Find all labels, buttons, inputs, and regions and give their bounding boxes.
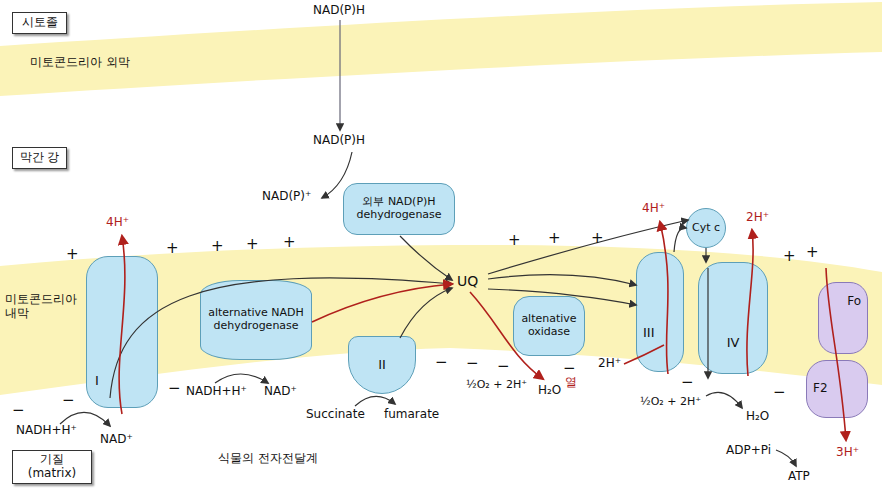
outer-membrane-band: 미토콘드리아 외막	[0, 0, 882, 112]
charge-sign: +	[591, 230, 604, 247]
membrane-shape	[0, 0, 882, 112]
node-text: 기질(matrix)	[17, 453, 87, 481]
molecule-label: NAD⁺	[100, 433, 133, 447]
node-text: I	[95, 374, 99, 389]
electron-flow-arrow	[674, 228, 686, 252]
atp-synthase-fo: Fo	[818, 282, 868, 354]
cytochrome-c: Cyt c	[686, 208, 726, 248]
charge-sign: +	[211, 238, 224, 255]
node-text: Fo	[847, 295, 861, 309]
charge-sign: −	[168, 380, 181, 397]
node-text: II	[378, 358, 386, 373]
charge-sign: −	[12, 402, 25, 419]
molecule-label: ½O₂ + 2H⁺	[640, 396, 701, 409]
atp-synthase-f1: F2	[806, 360, 868, 418]
charge-sign: +	[166, 240, 179, 257]
charge-sign: −	[497, 358, 510, 375]
molecule-label: ½O₂ + 2H⁺	[466, 379, 527, 392]
node-text: altenative oxidase	[518, 313, 580, 338]
molecule-label: 3H⁺	[836, 446, 859, 460]
external-dehydrogenase: 외부 NAD(P)H dehydrogenase	[343, 183, 455, 235]
node-text: 막간 강	[20, 151, 60, 165]
molecule-label: NADH+H⁺	[16, 424, 77, 438]
node-text: Cyt c	[692, 222, 720, 235]
charge-sign: +	[783, 248, 796, 265]
molecule-label: H₂O	[746, 410, 769, 424]
node-text: IV	[727, 336, 740, 351]
charge-sign: −	[466, 355, 479, 372]
charge-sign: +	[508, 232, 521, 249]
charge-sign: −	[773, 384, 786, 401]
node-text: 시토졸	[22, 16, 58, 30]
molecule-label: fumarate	[384, 408, 439, 422]
node-text: III	[643, 326, 655, 341]
alternative-nadh-dehydrogenase: alternative NADH dehydrogenase	[200, 280, 312, 360]
inner-membrane-band: 미토콘드리아 내막 Ialternative NADH dehydrogenase…	[0, 200, 882, 432]
molecule-label: NAD(P)H	[313, 134, 365, 148]
charge-sign: +	[66, 246, 79, 263]
molecule-label: ADP+Pi	[726, 444, 771, 458]
molecule-label: NAD(P)⁺	[262, 190, 311, 204]
charge-sign: +	[548, 230, 561, 247]
membrane-fill	[0, 2, 882, 96]
node-text: 미토콘드리아 내막	[5, 293, 85, 321]
charge-sign: −	[62, 392, 75, 409]
charge-sign: +	[806, 244, 819, 261]
caption: 식물의 전자전달계	[218, 452, 318, 466]
molecule-label: NADH+H⁺	[186, 385, 247, 399]
molecule-label: UQ	[457, 273, 478, 289]
charge-sign: −	[435, 354, 448, 371]
electron-flow-arrow	[705, 248, 706, 262]
molecule-label: Succinate	[306, 408, 365, 422]
charge-sign: +	[246, 236, 259, 253]
node-text: 외부 NAD(P)H dehydrogenase	[348, 196, 450, 221]
node-text: alternative NADH dehydrogenase	[205, 307, 307, 332]
molecule-label: 4H⁺	[642, 202, 665, 216]
molecule-label: ATP	[788, 470, 810, 484]
molecule-label: NAD(P)H	[313, 4, 365, 18]
region-label-box: 시토졸	[12, 12, 67, 34]
molecule-label: H₂O	[538, 384, 561, 398]
complex-ii: II	[348, 336, 416, 394]
molecule-label: NAD⁺	[264, 385, 297, 399]
molecule-label: 2H⁺	[746, 211, 769, 225]
node-text: 미토콘드리아 외막	[30, 56, 130, 70]
molecule-label: 2H⁺	[598, 357, 621, 371]
charge-sign: −	[563, 360, 576, 377]
complex-iii: III	[636, 252, 684, 372]
region-label-box: 기질(matrix)	[12, 450, 92, 484]
alternative-oxidase: altenative oxidase	[513, 296, 585, 356]
node-text: F2	[813, 382, 828, 396]
charge-sign: −	[681, 374, 694, 391]
charge-sign: +	[283, 234, 296, 251]
molecule-label: 4H⁺	[106, 216, 129, 230]
region-label-box: 막간 강	[12, 147, 67, 169]
molecule-label: 열	[565, 376, 577, 390]
